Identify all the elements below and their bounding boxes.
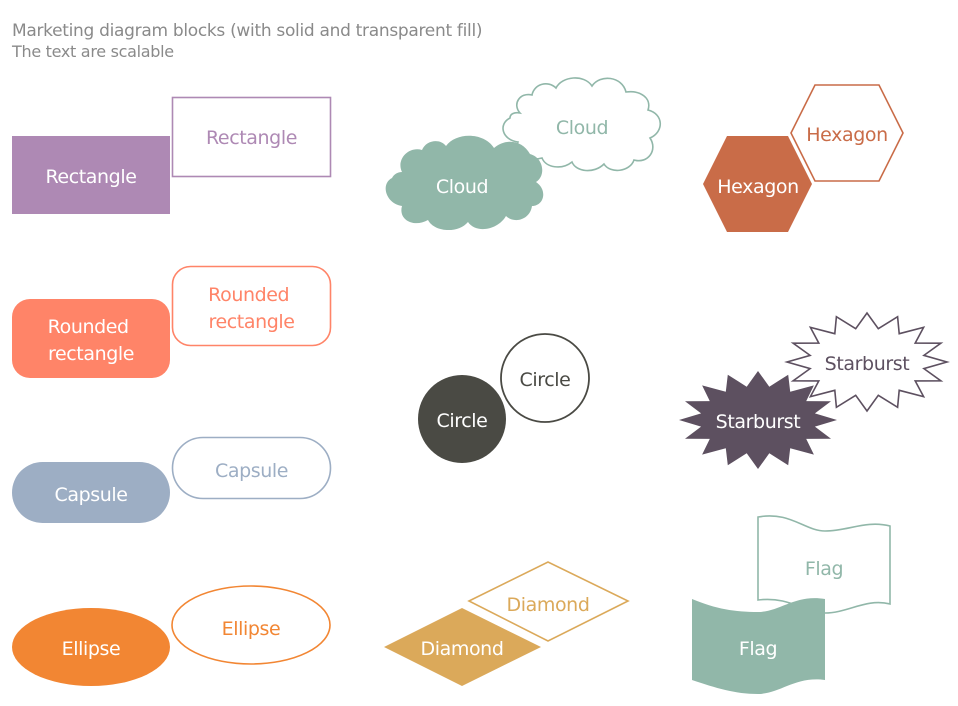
rectangle-solid-label: Rectangle	[45, 166, 136, 188]
rectangle-outline-label: Rectangle	[206, 127, 297, 149]
hexagon-solid-label: Hexagon	[717, 176, 798, 198]
hexagon-solid-block[interactable]: Hexagon	[703, 136, 812, 232]
starburst-solid-shape	[679, 371, 837, 469]
rectangle-outline-shape	[171, 96, 332, 178]
starburst-outline-shape	[784, 311, 950, 413]
capsule-solid-label: Capsule	[54, 484, 127, 506]
diamond-outline-block[interactable]: Diamond	[467, 561, 630, 642]
flag-outline-block[interactable]: Flag	[757, 515, 891, 614]
circle-solid-block[interactable]: Circle	[418, 375, 506, 463]
circle-outline-block[interactable]: Circle	[500, 333, 590, 423]
rounded-rectangle-outline-shape	[171, 265, 332, 347]
rounded-rectangle-outline-label: Rounded rectangle	[208, 284, 295, 333]
starburst-outline-block[interactable]: Starburst	[784, 311, 950, 413]
circle-solid-shape	[418, 375, 506, 463]
circle-outline-shape	[500, 333, 590, 423]
starburst-solid-label: Starburst	[716, 411, 801, 433]
diamond-solid-label: Diamond	[421, 638, 504, 660]
flag-solid-label: Flag	[739, 638, 777, 660]
cloud-solid-shape	[385, 135, 544, 231]
rounded-rectangle-solid-label-line2: rectangle	[48, 343, 134, 365]
flag-solid-shape	[692, 598, 825, 694]
cloud-outline-label: Cloud	[556, 117, 608, 139]
hexagon-outline-shape	[790, 84, 904, 182]
ellipse-outline-block[interactable]: Ellipse	[171, 585, 331, 665]
page-title: Marketing diagram blocks (with solid and…	[12, 21, 483, 41]
starburst-solid-block[interactable]: Starburst	[679, 371, 837, 469]
ellipse-solid-shape	[12, 608, 170, 686]
starburst-outline-label: Starburst	[825, 353, 910, 375]
ellipse-solid-block[interactable]: Ellipse	[12, 608, 170, 686]
ellipse-outline-label: Ellipse	[222, 618, 281, 640]
cloud-solid-label: Cloud	[436, 176, 488, 198]
capsule-outline-block[interactable]: Capsule	[171, 436, 332, 500]
rounded-rectangle-outline-label-line2: rectangle	[208, 311, 294, 333]
diamond-solid-shape	[384, 608, 541, 686]
rectangle-outline-block[interactable]: Rectangle	[171, 96, 332, 178]
capsule-outline-shape	[171, 436, 332, 500]
diamond-outline-shape	[467, 561, 630, 642]
cloud-outline-block[interactable]: Cloud	[502, 77, 662, 172]
rounded-rectangle-solid-shape	[12, 299, 170, 378]
header: Marketing diagram blocks (with solid and…	[12, 20, 483, 62]
rounded-rectangle-solid-label-line1: Rounded	[48, 316, 129, 338]
hexagon-solid-shape	[703, 136, 812, 232]
ellipse-outline-shape	[171, 585, 331, 665]
capsule-outline-label: Capsule	[215, 460, 288, 482]
rounded-rectangle-outline-label-line1: Rounded	[208, 284, 289, 306]
rounded-rectangle-solid-label: Rounded rectangle	[48, 316, 135, 365]
capsule-solid-block[interactable]: Capsule	[12, 462, 170, 523]
hexagon-outline-label: Hexagon	[806, 124, 887, 146]
diamond-outline-label: Diamond	[507, 594, 590, 616]
diamond-solid-block[interactable]: Diamond	[384, 608, 541, 686]
circle-outline-label: Circle	[520, 369, 571, 391]
capsule-solid-shape	[12, 462, 170, 523]
ellipse-solid-label: Ellipse	[62, 638, 121, 660]
page-subtitle: The text are scalable	[12, 42, 174, 61]
flag-outline-label: Flag	[805, 558, 843, 580]
rectangle-solid-block[interactable]: Rectangle	[12, 136, 170, 214]
circle-solid-label: Circle	[437, 410, 488, 432]
flag-solid-block[interactable]: Flag	[692, 598, 825, 694]
rectangle-solid-shape	[12, 136, 170, 214]
cloud-solid-block[interactable]: Cloud	[385, 135, 544, 231]
rounded-rectangle-solid-block[interactable]: Rounded rectangle	[12, 299, 170, 378]
hexagon-outline-block[interactable]: Hexagon	[790, 84, 904, 182]
rounded-rectangle-outline-block[interactable]: Rounded rectangle	[171, 265, 332, 347]
